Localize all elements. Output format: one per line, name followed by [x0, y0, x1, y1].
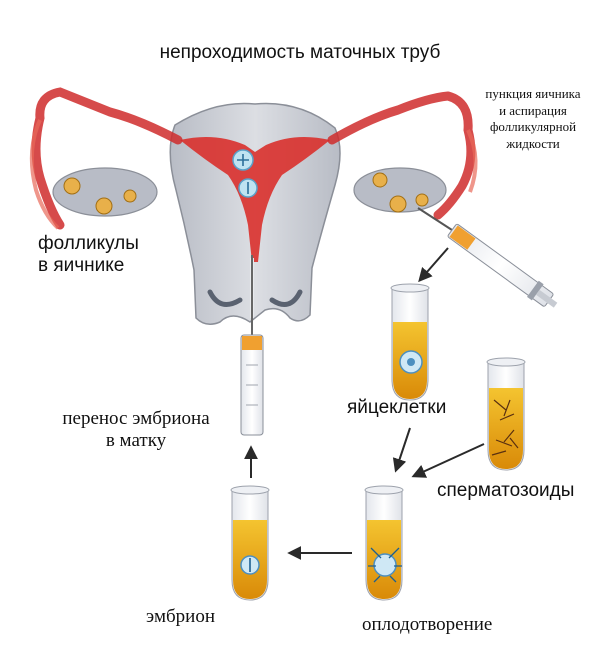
syringe-icon [417, 207, 558, 308]
follicle [415, 193, 429, 207]
arrow-icon [418, 247, 449, 283]
syringe-icon [240, 255, 264, 436]
arrow-icon [411, 443, 485, 478]
test-tube-embryo [230, 485, 270, 601]
label-line: в яичнике [38, 255, 125, 277]
uterus [169, 102, 341, 325]
label-line: жидкости [506, 135, 560, 151]
label-line: и аспирация [499, 102, 567, 118]
egg-cell-icon [368, 547, 402, 583]
process-arrows [244, 247, 485, 560]
label-follicles: фолликулы в яичнике [38, 233, 139, 278]
label-line: фолликулы [38, 233, 139, 254]
follicle [389, 195, 407, 213]
egg-cell-icon [399, 350, 423, 374]
sperm-icon [491, 399, 519, 456]
label-embryo-transfer: перенос эмбриона в матку [36, 408, 236, 453]
left-fallopian-tube [29, 87, 183, 230]
follicle [63, 177, 81, 195]
right-ovary [353, 167, 447, 213]
label-embryo: эмбрион [146, 606, 216, 627]
cervix [207, 289, 303, 307]
test-tube-sperm [486, 357, 526, 471]
label-line: перенос эмбриона [62, 408, 210, 429]
label-ovary-puncture: пункция яичника и аспирация фолликулярно… [468, 86, 598, 153]
follicle [95, 197, 113, 215]
follicle [123, 189, 137, 203]
label-line: фолликулярной [489, 119, 577, 135]
left-ovary [52, 167, 158, 217]
label-line: в матку [105, 430, 167, 452]
test-tube-eggs [390, 283, 430, 401]
label-eggs: яйцеклетки [347, 397, 447, 418]
arrow-icon [392, 427, 411, 473]
label-line: пункция яичника [485, 86, 581, 101]
diagram-title: непроходимость маточных труб [159, 42, 441, 63]
embryo-icon [240, 555, 260, 575]
test-tube-fertilization [364, 485, 404, 601]
embryo-icon [232, 149, 254, 171]
label-fertilization: оплодотворение [362, 614, 493, 635]
embryo-icon [238, 178, 258, 198]
right-fallopian-tube [327, 91, 478, 220]
label-sperm: сперматозоиды [437, 480, 575, 501]
follicle [372, 172, 388, 188]
endometrium [180, 136, 330, 262]
